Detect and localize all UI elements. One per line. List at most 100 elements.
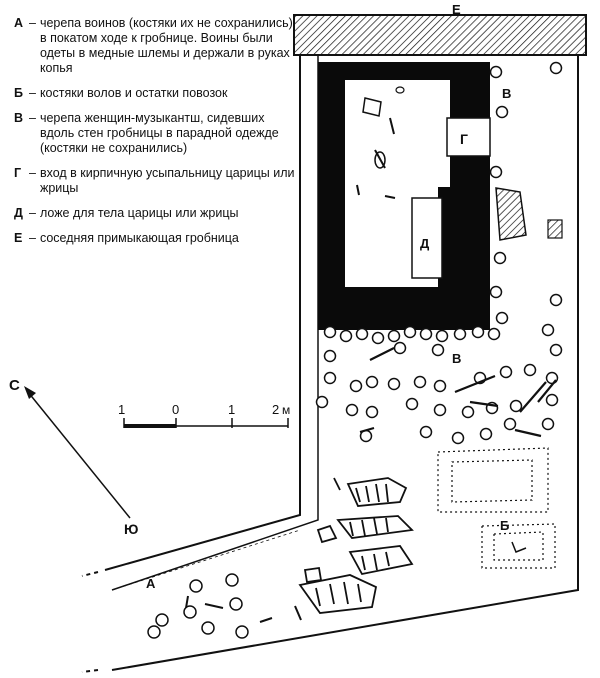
skull: [323, 349, 337, 363]
skull: [225, 573, 239, 587]
skull: [345, 403, 359, 417]
skull: [315, 395, 329, 409]
skull: [489, 65, 503, 79]
skull: [405, 397, 419, 411]
skull: [387, 329, 401, 343]
chamber-vessel: [395, 86, 405, 94]
skull: [549, 343, 563, 357]
skull: [323, 325, 337, 339]
skull: [523, 363, 537, 377]
skull: [403, 325, 417, 339]
skull: [235, 625, 249, 639]
skull: [495, 311, 509, 325]
legend-letter: Г: [14, 166, 22, 180]
scattered-bones: [359, 347, 557, 438]
chamber-vessel: [374, 151, 386, 169]
pit-wall-south: [111, 55, 579, 671]
skull: [471, 325, 485, 339]
skull: [419, 327, 433, 341]
legend-item-a: А– черепа воинов (костяки их не сохранил…: [14, 16, 299, 76]
legend-item-g: Г– вход в кирпичную усыпальницу царицы и…: [14, 166, 299, 196]
legend-text: костяки волов и остатки повозок: [39, 86, 228, 100]
skulls-a: [147, 573, 249, 639]
skull: [489, 165, 503, 179]
label-d: Д: [420, 236, 430, 251]
skull: [183, 605, 197, 619]
label-g: Г: [460, 131, 468, 147]
skull: [365, 375, 379, 389]
legend: А– черепа воинов (костяки их не сохранил…: [14, 16, 299, 256]
north-arrow-icon: [24, 386, 36, 399]
legend-letter: Е: [14, 231, 23, 245]
skull: [495, 105, 509, 119]
legend-text: черепа женщин-музыкантш, сидевших вдоль …: [39, 111, 279, 155]
skull: [435, 329, 449, 343]
skull: [413, 375, 427, 389]
skull: [493, 251, 507, 265]
wagon-object: [511, 541, 527, 553]
legend-text: черепа воинов (костяки их не сохранились…: [39, 16, 293, 75]
legend-text: ложе для тела царицы или жрицы: [39, 206, 239, 220]
skull: [371, 331, 385, 345]
skull: [349, 379, 363, 393]
compass-south: Ю: [124, 521, 138, 537]
skull: [489, 285, 503, 299]
skull: [433, 403, 447, 417]
scale-tick: 0: [172, 402, 179, 417]
wagon-2: [481, 523, 556, 569]
skull: [387, 377, 401, 391]
skull: [339, 329, 353, 343]
skull: [509, 399, 523, 413]
scale-tick: 2: [272, 402, 279, 417]
scale-tick: 1: [228, 402, 235, 417]
oxen-skeletons: [298, 477, 414, 614]
skull: [549, 293, 563, 307]
skull: [541, 323, 555, 337]
neighbour-tomb-wall: [293, 14, 587, 56]
skull: [549, 61, 563, 75]
legend-letter: Б: [14, 86, 23, 100]
compass-north: С: [9, 377, 20, 394]
ramp-wall-inner: [111, 55, 319, 591]
ramp-continuation: [81, 571, 99, 673]
scale-tick: 1: [118, 402, 125, 417]
skull: [479, 427, 493, 441]
legend-item-b: Б– костяки волов и остатки повозок: [14, 86, 299, 101]
legend-item-e: Е– соседняя примыкающая гробница: [14, 231, 299, 246]
bier-d: [411, 197, 443, 279]
skull: [229, 597, 243, 611]
skull: [499, 365, 513, 379]
label-a: А: [146, 576, 156, 591]
legend-letter: А: [14, 16, 24, 30]
label-e: Е: [452, 2, 461, 17]
skull: [189, 579, 203, 593]
scale-bar: 1 0 1 2 м: [118, 402, 290, 428]
scale-unit: м: [282, 403, 290, 417]
legend-text: соседняя примыкающая гробница: [39, 231, 239, 245]
skull: [201, 621, 215, 635]
legend-item-v: В– черепа женщин-музыкантш, сидевших вдо…: [14, 111, 299, 156]
brick-fragment: [547, 219, 563, 239]
legend-letter: Д: [14, 206, 23, 220]
skull: [323, 371, 337, 385]
brick-chamber: [318, 62, 490, 330]
chamber-object: [362, 97, 382, 117]
skull: [461, 405, 475, 419]
warrior-remains: [185, 595, 302, 623]
skull: [453, 327, 467, 341]
label-v-lower: В: [452, 351, 461, 366]
chamber-bones: [356, 117, 396, 199]
brick-block: [495, 187, 527, 241]
skull: [487, 327, 501, 341]
legend-text: вход в кирпичную усыпальницу царицы или …: [39, 166, 295, 195]
skull: [451, 431, 465, 445]
skull: [147, 625, 161, 639]
entrance-g: [446, 117, 491, 157]
label-b: Б: [500, 518, 509, 533]
skull: [393, 341, 407, 355]
skull: [419, 425, 433, 439]
compass: С Ю: [9, 377, 138, 537]
skull: [431, 343, 445, 357]
skull: [541, 417, 555, 431]
